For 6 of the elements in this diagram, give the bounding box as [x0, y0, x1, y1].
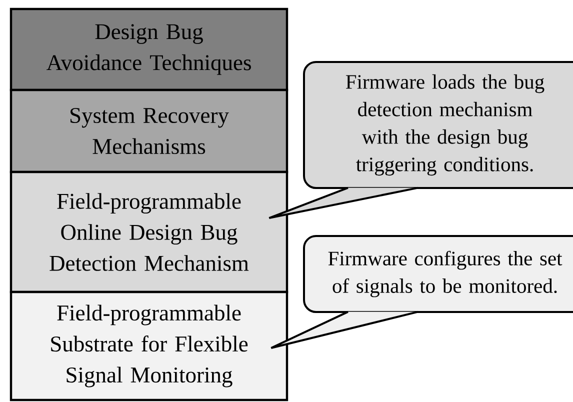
layer-box: Design Bug Avoidance Techniques	[10, 8, 288, 92]
speech-bubble-tail	[268, 186, 419, 219]
layer-box: System Recovery Mechanisms	[10, 88, 288, 174]
layer-box: Field-programmable Substrate for Flexible Signal Monitoring	[10, 290, 288, 402]
speech-bubble-tail	[270, 310, 419, 349]
layer-box: Field-programmable Online Design Bug Detection Mechanism	[10, 170, 288, 294]
